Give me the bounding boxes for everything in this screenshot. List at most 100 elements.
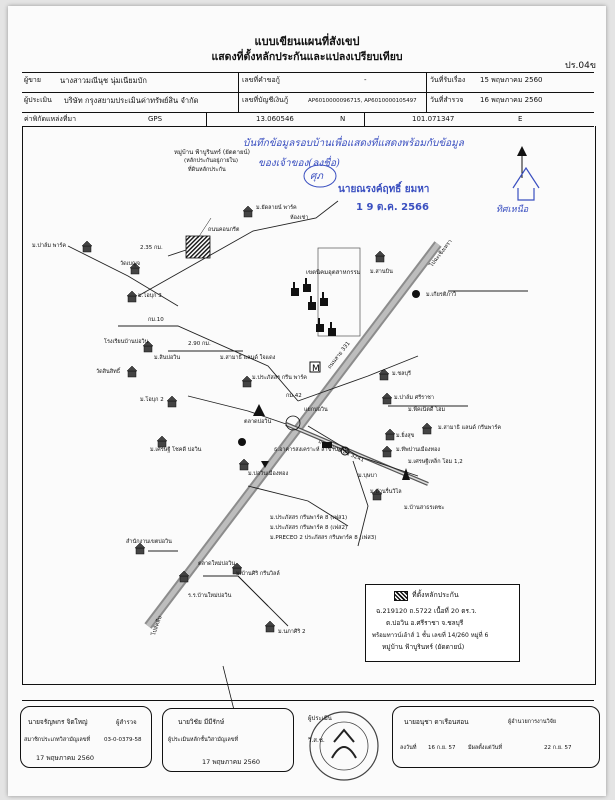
handwritten-note-line2: ของเจ้าของ(ลงชื่อ) (258, 158, 340, 169)
label-m-sinbowin: ม.สินบ่อวิน (154, 355, 181, 361)
label-dist-290: 2.90 กม. (188, 341, 211, 347)
surveyor-role: ผู้สำรวจ (116, 719, 137, 726)
label-market-bowin2: ตลาดใหม่บ่อวิน (198, 561, 236, 567)
house-icons (81, 205, 433, 633)
label-m-kiattisak: ม.เกียรติภาวิ (426, 292, 457, 298)
label-m-setthee2: ม.เศรษฐี โชคดี บ่อวิน (150, 447, 202, 453)
temple-dome-icon (412, 290, 420, 298)
label-m-samarts: ม.สามาธิ แลนด์ กรีนพาร์ค (438, 425, 502, 431)
label-village-sub1: (หลักประกันอยู่ภายใน) (184, 158, 239, 164)
borrower-label: ผู้ขาย (24, 76, 41, 84)
label-market-bowin: ตลาดบ่อวิน (244, 419, 272, 425)
req-no-value: - (364, 76, 367, 84)
label-m-bupha: ม.บุษบา (358, 473, 378, 479)
label-village-top: หมู่บ้าน ฟ้าบูรินทร์ (ยัดดายน์) (174, 149, 250, 156)
label-m-sanbin: ม.สานบิน (370, 269, 393, 275)
road-nalsiri (237, 575, 289, 627)
header-rule-mid (22, 92, 594, 93)
legend-line4: หมู่บ้าน ฟ้าบูรินทร์ (ยัดดายน์) (382, 643, 465, 651)
collateral-location-marker (185, 235, 211, 259)
flower-icon (261, 461, 269, 468)
road-east-b (307, 425, 419, 477)
latitude-value: 13.060546 (256, 115, 294, 123)
label-m-setthee: ม.เศรษฐีเหล็ก โฮม 1,2 (408, 459, 463, 465)
appraiser-role: ผู้ประเมินหลักชั้นวิสามัญเลขที่ (168, 737, 239, 743)
handwritten-note-line1: บันทึกข้อมูลรอบบ้านเพื่อแสดงที่แสดงพร้อม… (243, 138, 464, 149)
road-west (67, 245, 179, 307)
collateral-legend-icon (394, 591, 408, 601)
header-divider-2 (426, 72, 427, 112)
label-m-wisai: ม.บ้านรื่นวิไล (370, 489, 402, 495)
appraiser-name: นายวิชัย มีมีรักษ์ (178, 718, 225, 726)
surveyor-name: นายจรัญพกร จิตใหญ่ (28, 718, 88, 726)
checker-signature-box (392, 706, 600, 768)
label-m-baan-sathorn: ม.บ้านสาธรเตชะ (404, 505, 445, 511)
label-bank: ธ.อาคารสงเคราะห์ สาขาบ่อวิน (274, 447, 349, 453)
seal-text-line1: ผู้ประเมิน (308, 715, 332, 722)
appraiser-label: ผู้ประเมิน (24, 96, 52, 104)
header-divider-4 (364, 112, 365, 126)
label-industrial: เขตนิคมอุตสาหกรรม (306, 269, 361, 276)
label-village-sub2: ที่ดินหลักประกัน (188, 167, 226, 173)
label-m-ruamjai: ม.ยิ่งสุข (396, 433, 415, 439)
no-entry-slash (341, 447, 349, 455)
checker-effective-date: 22 ก.ย. 57 (544, 745, 572, 751)
header-divider-3 (206, 112, 207, 126)
checker-role: ผู้อำนวยการงานวิจัย (508, 719, 557, 725)
mall-icon (309, 361, 321, 373)
label-m-ban-siri: ม.บ้านศิริ กรีนวิลล์ (236, 571, 280, 577)
document-title: แบบเขียนแผนที่สังเขป (254, 35, 360, 48)
highway-331-inner (146, 242, 440, 628)
bank-icon (322, 442, 332, 448)
label-m-pattana: ม.ปาล์ม ศรีราชา (394, 395, 435, 401)
footer-rule-top (22, 700, 594, 701)
label-m-tonkla: ม.โอบุก 3 (138, 293, 162, 299)
temple-dome-icon-2 (238, 438, 246, 446)
road-south-west (203, 575, 269, 607)
label-m-pong: ม.ทีพปานเมืองทอง (396, 447, 441, 453)
checker-effective-label: มีผลตั้งแต่วันที่ (468, 745, 503, 751)
checker-date-label: ลงวันที่ (400, 745, 417, 751)
label-m-bowin-mueangthong: ม.บ่อวินเมืองทอง (248, 471, 289, 477)
appraiser-signature-box (162, 708, 294, 772)
seal-text-line2: วิ.ส.ช. (308, 737, 325, 744)
borrower-value: นางสาวมณีนุช นุ่มเนียมบัก (60, 76, 147, 85)
legend-symbol-label: ที่ตั้งหลักประกัน (412, 591, 459, 599)
stamp-name: นายณรงค์ฤทธิ์ ยมหา (338, 184, 430, 195)
appraiser-value: บริษัท กรุงสยามประเมินค่าทรัพย์สิน จำกัด (64, 96, 199, 105)
label-km10: กม.10 (148, 317, 164, 323)
label-wat-palo: วัดเบญจ (120, 261, 140, 267)
survey-date-label: วันที่สำรวจ (430, 96, 464, 104)
road-north-west (137, 200, 339, 297)
label-school: โรงเรียนบ้านบ่อวิน (104, 339, 149, 345)
label-rk-school: ร.ร.บ้านใหม่บ่อวิน (188, 593, 232, 599)
no-entry-icon (340, 446, 350, 456)
label-m-pruksa8: ม.ประภัสสร กรีนพาร์ค 8 (เฟส1) (270, 515, 348, 521)
appraiser-date: 17 พฤษภาคม 2560 (202, 758, 261, 766)
road-south-branch (352, 460, 369, 547)
legend-line3: พร้อมทาวน์เฮ้าส์ 1 ชั้น เลขที่ 14/260 หม… (372, 632, 489, 639)
label-road-concrete: ถนนคอนกรีต (208, 227, 240, 233)
stamp-date: 1 9 ต.ค. 2566 (356, 202, 429, 213)
header-rule-row (22, 112, 594, 113)
label-rental: ห้องเช่า (290, 215, 309, 221)
temple-icon (253, 404, 265, 416)
receive-date-value: 15 พฤษภาคม 2560 (480, 76, 543, 84)
header-rule-top (22, 72, 594, 73)
label-m-chonburi: ม.ชลบุรี (392, 371, 411, 377)
surveyor-date: 17 พฤษภาคม 2560 (36, 754, 95, 762)
road-km10 (118, 325, 299, 402)
label-m-pikanet: ม.พีคเน็ตดี โฮม (408, 407, 446, 413)
road-school (187, 395, 287, 425)
local-roads (67, 200, 528, 627)
coord-label: ค่าพิกัดแหล่งที่มา (24, 115, 77, 123)
road-east-a (297, 355, 419, 402)
label-m-nalsiri: ม.นภาศิริ 2 (278, 629, 306, 635)
handwritten-initials: ศุภ (310, 171, 323, 182)
sketch-map: M (67, 146, 540, 727)
handwritten-circle (303, 164, 337, 188)
label-watsinthammanut: วัดสินสิทธิ์ (96, 369, 121, 375)
header-rule-bottom (22, 126, 594, 127)
junction-circle (285, 415, 301, 431)
label-m-pruksa-park: ม.ประภัสสร กรีน พาร์ค (252, 375, 307, 381)
